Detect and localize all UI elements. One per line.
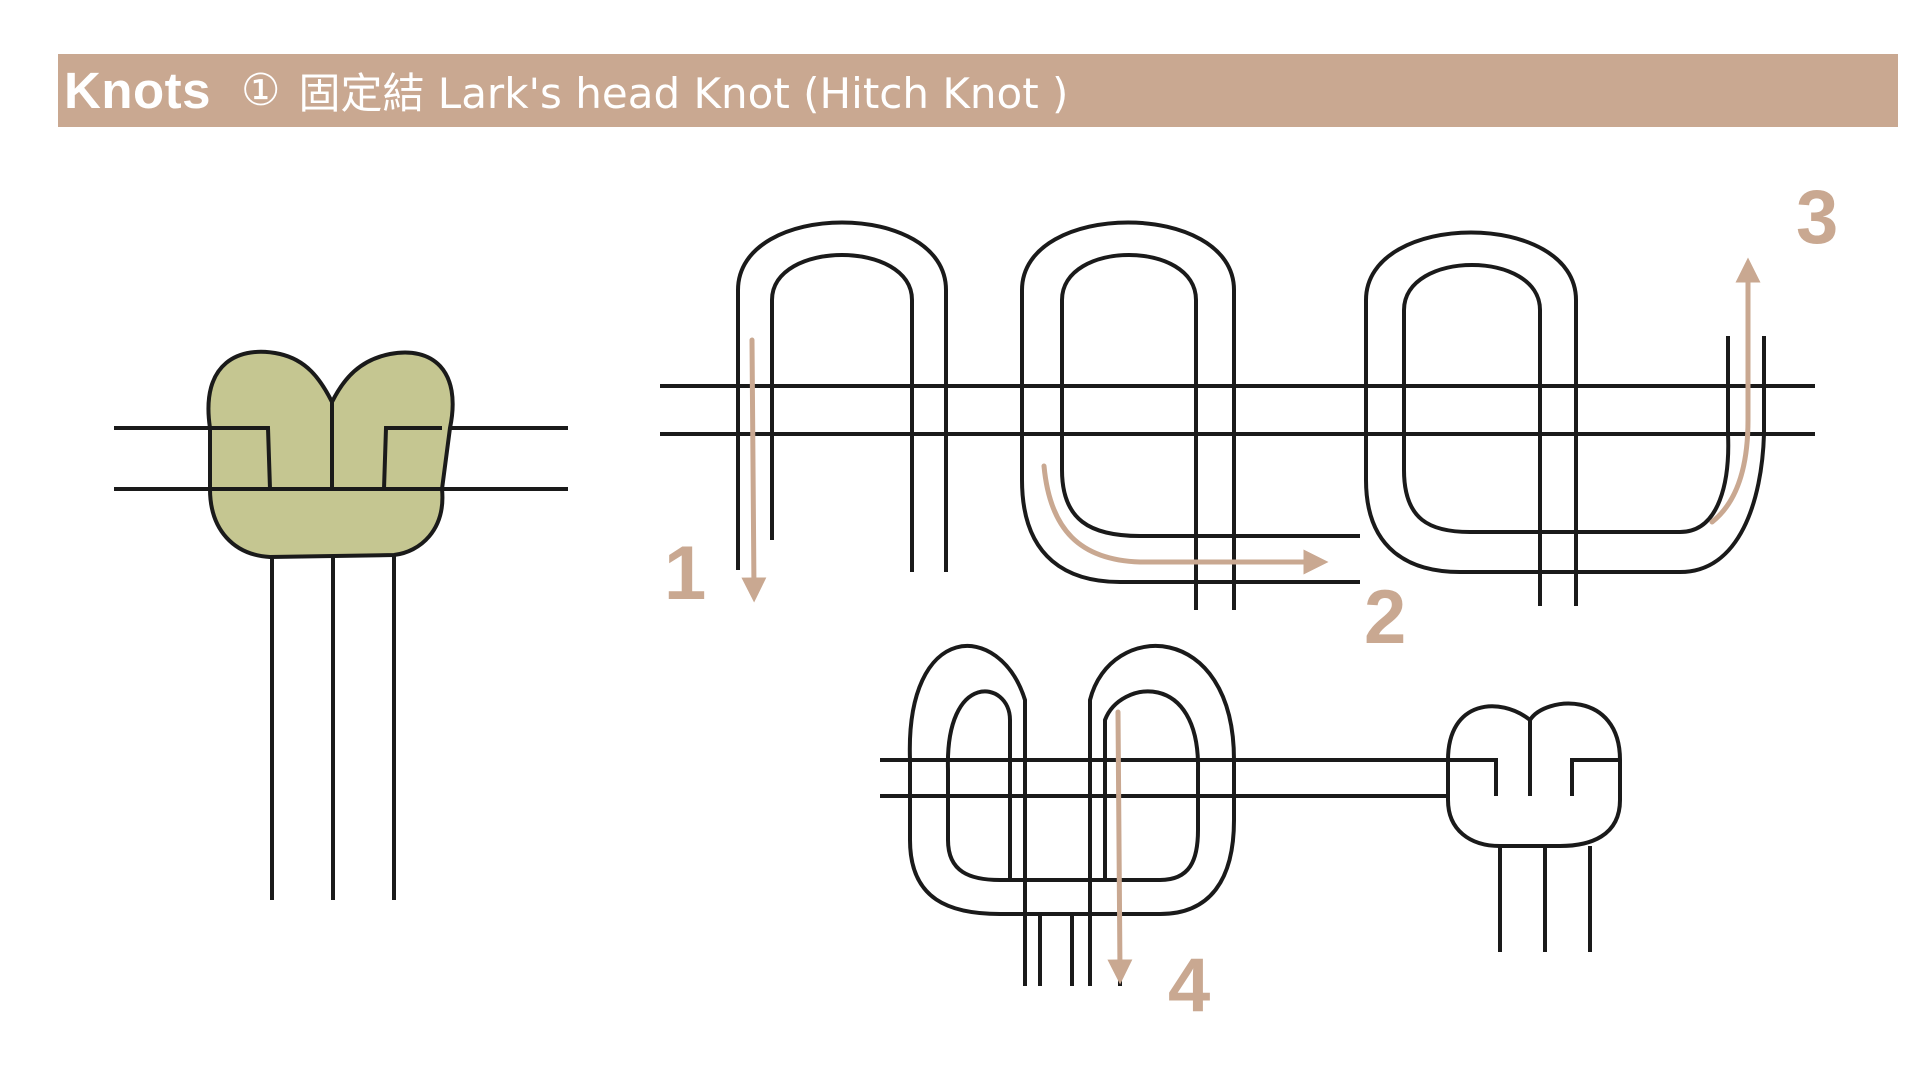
loop-step4-bottom-inner: [946, 770, 1200, 882]
finished-knot-small: [1446, 701, 1622, 952]
loop-step4-left-inner: [945, 689, 1012, 880]
loop-step1-outer: [736, 220, 948, 572]
loop-step1-inner: [770, 253, 914, 572]
loop-step2-inner: [1060, 253, 1198, 610]
loop-step4-left-outer: [907, 644, 1027, 986]
step-number-2: 2: [1364, 575, 1407, 660]
loop-step3-bottom-inner: [1402, 310, 1731, 534]
arrow-step3: [1709, 257, 1761, 525]
hanging-cords-large: [270, 555, 396, 900]
title-number-mark: ①: [240, 65, 281, 116]
title-subtitle: 固定結 Lark's head Knot (Hitch Knot ): [298, 69, 1069, 118]
finished-knot-large: [114, 349, 568, 900]
loop-step3-bottom-outer: [1364, 300, 1766, 574]
title-keyword: Knots: [64, 62, 211, 119]
steps-1-3-sequence: [660, 220, 1815, 610]
arrow-step1: [741, 337, 767, 603]
loop-step4-right-outer: [1088, 643, 1236, 986]
loop-step4-bottom-outer: [908, 760, 1236, 916]
arrow-step4: [1107, 709, 1133, 985]
arrow-step2: [1041, 463, 1329, 575]
dowel-left: [114, 426, 568, 491]
loop-step2-bottom-outer: [1020, 290, 1360, 584]
loop-step3-inner: [1402, 263, 1542, 606]
loop-step4-right-inner: [1103, 689, 1201, 880]
step-number-3: 3: [1796, 175, 1839, 260]
loop-step2-bottom-inner: [1060, 300, 1360, 538]
step-number-4: 4: [1168, 943, 1211, 1028]
title-bar: Knots ① 固定結 Lark's head Knot (Hitch Knot…: [58, 54, 1898, 127]
arrows-top: [741, 257, 1761, 603]
loop-step3-outer: [1364, 230, 1578, 606]
loop-step2-outer: [1020, 220, 1236, 610]
step-4-sequence: [880, 643, 1492, 986]
step-number-1: 1: [664, 531, 707, 616]
